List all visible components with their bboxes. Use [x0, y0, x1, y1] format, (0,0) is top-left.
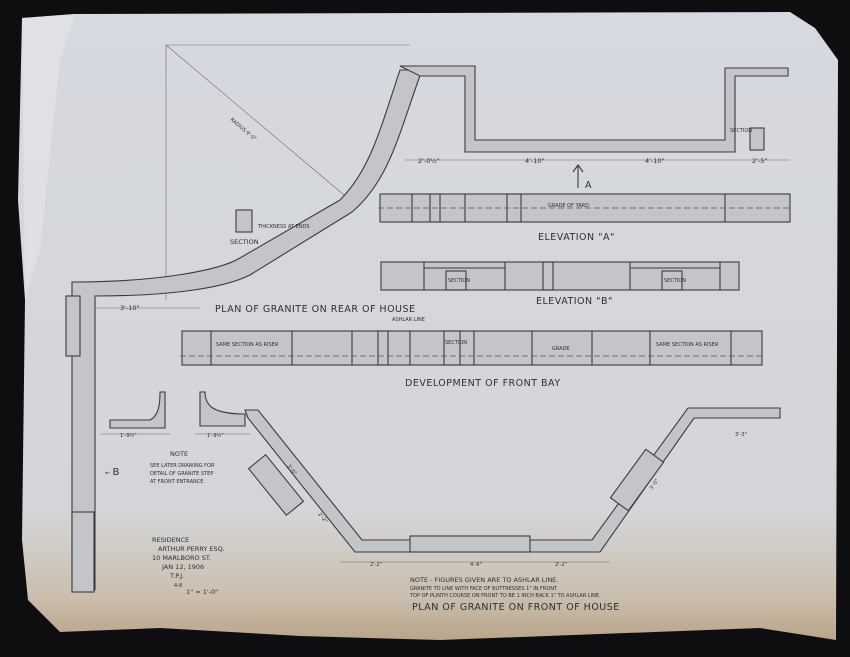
dim-label: 1'-9½": [120, 432, 137, 439]
step-details: [100, 391, 250, 435]
title-line: 10 MARLBORO ST.: [152, 554, 211, 562]
development-front-bay: [180, 330, 764, 366]
note-line: AT FRONT ENTRANCE.: [150, 479, 205, 485]
title-line: JAN 12, 1906: [161, 563, 204, 571]
dim-label: 1'-9½": [207, 432, 224, 439]
plan-front-title: PLAN OF GRANITE ON FRONT OF HOUSE: [412, 602, 620, 613]
dim-label: 3'-0": [649, 478, 661, 491]
note-left: NOTE SEE LATER DRAWING FOR DETAIL OF GRA…: [150, 450, 215, 485]
elevation-b-title: ELEVATION "B": [536, 296, 613, 307]
note-line: GRANITE TO LINE WITH FACE OF BUTTRESSES …: [410, 586, 558, 592]
elevation-a-title: ELEVATION "A": [538, 232, 615, 243]
marker-b: ← B: [105, 467, 120, 478]
ashlar-line-label: ASHLAR LINE: [392, 317, 425, 323]
section-label: SECTION: [445, 340, 467, 346]
grade-label: GRADE: [552, 346, 570, 352]
title-line: ARTHUR PERRY ESQ.: [158, 545, 225, 553]
plan-rear-title: PLAN OF GRANITE ON REAR OF HOUSE: [215, 304, 416, 315]
note-heading: NOTE: [170, 450, 188, 458]
dim-label: 3'-10": [120, 304, 140, 312]
section-label: SECTION: [664, 278, 686, 284]
section-label: SECTION: [448, 278, 470, 284]
section-at-ends-label: THICKNESS AT ENDS: [257, 224, 310, 230]
plan-front: [244, 407, 781, 563]
folded-corner: [22, 14, 75, 300]
dim-label: 3'-3": [735, 432, 747, 438]
dim-label: 4'-10": [645, 157, 665, 165]
note-line: SEE LATER DRAWING FOR: [150, 463, 215, 469]
note-line: DETAIL OF GRANITE STEP: [150, 471, 213, 477]
arrow: ←: [105, 469, 113, 477]
same-section-right-label: SAME SECTION AS RISER: [656, 342, 719, 348]
dim-label: 2'-2": [555, 562, 567, 568]
title-line: 4-8: [174, 583, 182, 589]
grade-of-yard-label: GRADE OF YARD: [548, 203, 589, 209]
section-label: SECTION: [230, 238, 259, 246]
note-heading: NOTE - FIGURES GIVEN ARE TO ASHLAR LINE.: [410, 576, 558, 584]
section-label: SECTION: [730, 128, 752, 134]
development-title: DEVELOPMENT OF FRONT BAY: [405, 378, 561, 389]
dim-label: 4'-10": [525, 157, 545, 165]
dim-label: 2'-5": [752, 157, 767, 165]
note-bottom: NOTE - FIGURES GIVEN ARE TO ASHLAR LINE.…: [409, 576, 601, 599]
dim-label: 4'-6": [470, 562, 482, 568]
plan-rear: [65, 44, 790, 593]
note-line: TOP OF PLINTH COURSE ON FRONT TO BE 1 IN…: [409, 593, 601, 599]
marker-a: A: [585, 180, 592, 191]
title-block: RESIDENCE ARTHUR PERRY ESQ. 10 MARLBORO …: [152, 536, 225, 596]
elevation-a: [378, 193, 792, 223]
dim-label: 2'-2": [370, 562, 382, 568]
title-line: RESIDENCE: [152, 536, 189, 544]
scale-label: 1" = 1'-0": [186, 588, 218, 596]
elevation-b: [380, 261, 740, 291]
title-line: T.P.J.: [169, 572, 184, 580]
same-section-left-label: SAME SECTION AS RISER: [216, 342, 279, 348]
dim-label: 2'-0½": [418, 157, 440, 165]
marker-b-label: B: [113, 467, 120, 478]
